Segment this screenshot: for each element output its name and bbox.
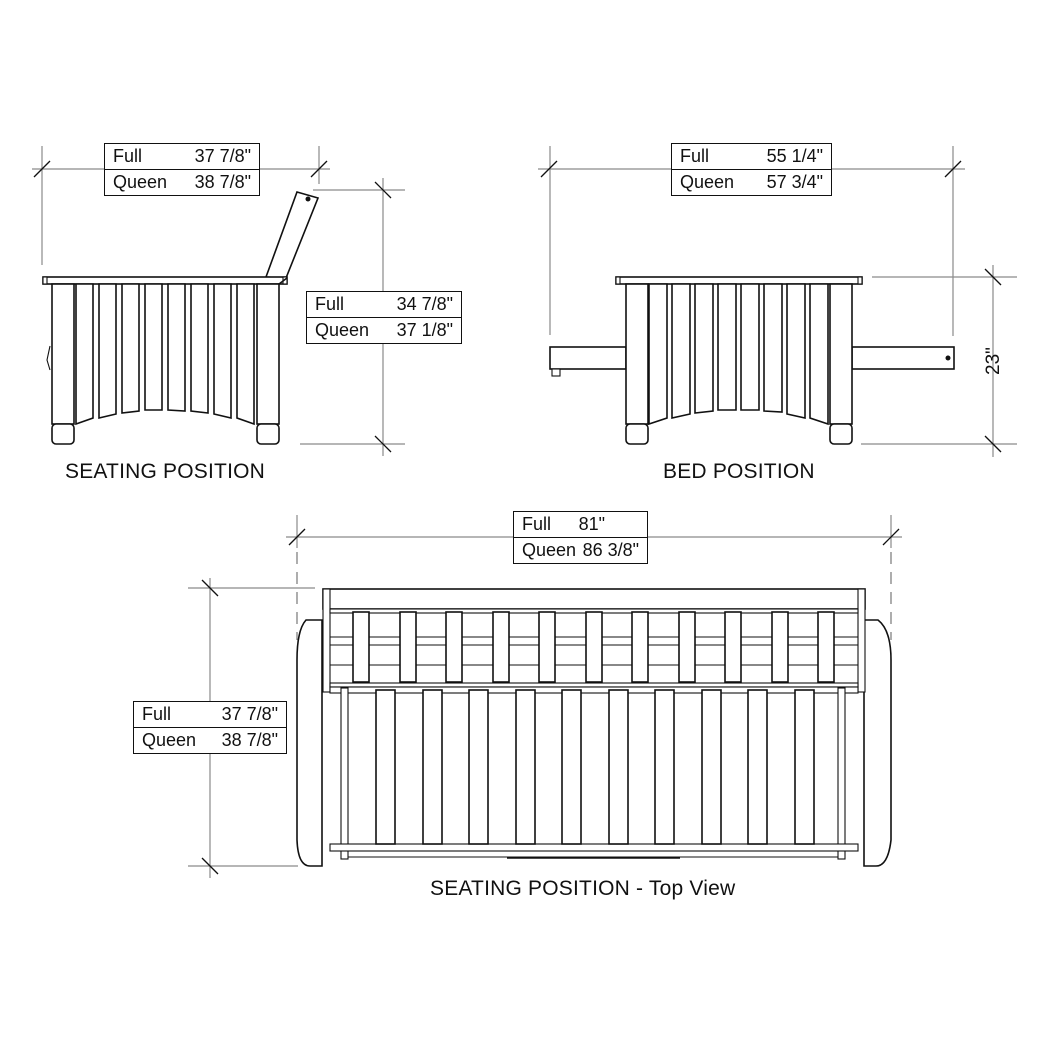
top-width-dimension-label: Full 81" Queen 86 3/8" — [513, 511, 648, 564]
size-value: 37 7/8" — [221, 704, 278, 724]
bed-slats — [648, 283, 829, 426]
size-value: 55 1/4" — [766, 146, 823, 166]
size-label: Full — [142, 704, 172, 724]
size-label: Queen — [315, 320, 370, 340]
dim-row-full: Full 55 1/4" — [672, 144, 831, 169]
size-value: 38 7/8" — [221, 730, 278, 750]
size-label: Queen — [142, 730, 197, 750]
dim-row-queen: Queen 38 7/8" — [134, 727, 286, 753]
dim-row-queen: Queen 86 3/8" — [514, 537, 647, 563]
size-value: 37 7/8" — [194, 146, 251, 166]
size-label: Full — [522, 514, 552, 534]
size-label: Full — [113, 146, 143, 166]
size-value: 34 7/8" — [396, 294, 453, 314]
seating-slats — [75, 283, 255, 426]
bed-position-caption: BED POSITION — [663, 460, 815, 483]
size-value: 37 1/8" — [396, 320, 453, 340]
dim-row-full: Full 34 7/8" — [307, 292, 461, 317]
bed-height-dimension-label: 23" — [983, 347, 1004, 375]
top-depth-dimension-label: Full 37 7/8" Queen 38 7/8" — [133, 701, 287, 754]
bed-side-view — [538, 146, 1017, 457]
size-label: Full — [315, 294, 345, 314]
seating-position-caption: SEATING POSITION — [65, 460, 266, 483]
seating-width-dimension-label: Full 37 7/8" Queen 38 7/8" — [104, 143, 260, 196]
seat-slats — [375, 689, 815, 845]
dim-row-full: Full 81" — [514, 512, 647, 537]
dim-row-full: Full 37 7/8" — [134, 702, 286, 727]
size-value: 38 7/8" — [194, 172, 251, 192]
size-label: Full — [680, 146, 710, 166]
dim-row-queen: Queen 38 7/8" — [105, 169, 259, 195]
top-view — [188, 515, 902, 878]
size-value: 86 3/8" — [582, 540, 639, 560]
back-slats — [352, 611, 835, 683]
dim-row-queen: Queen 37 1/8" — [307, 317, 461, 343]
seating-side-view — [32, 146, 405, 456]
size-label: Queen — [680, 172, 735, 192]
bed-width-dimension-label: Full 55 1/4" Queen 57 3/4" — [671, 143, 832, 196]
top-view-caption: SEATING POSITION - Top View — [430, 877, 736, 900]
size-label: Queen — [113, 172, 168, 192]
dim-row-full: Full 37 7/8" — [105, 144, 259, 169]
size-label: Queen — [522, 540, 577, 560]
dim-row-queen: Queen 57 3/4" — [672, 169, 831, 195]
seating-height-dimension-label: Full 34 7/8" Queen 37 1/8" — [306, 291, 462, 344]
size-value: 57 3/4" — [766, 172, 823, 192]
size-value: 81" — [578, 514, 605, 534]
